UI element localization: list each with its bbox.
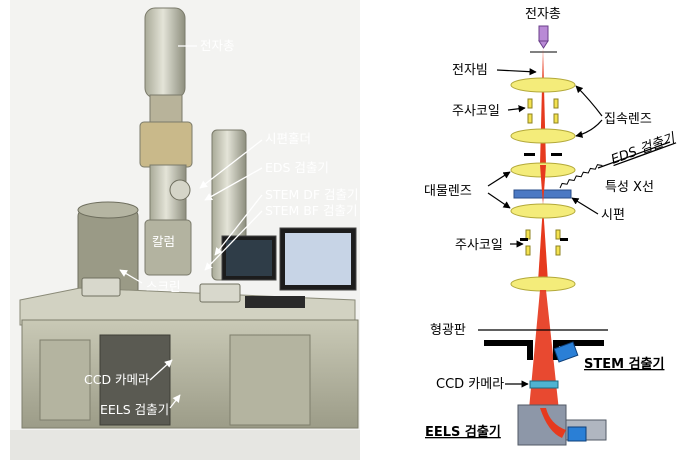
vacuum-tank-top — [77, 201, 139, 219]
aperture-lower-right — [560, 238, 568, 241]
tem-schematic: 전자총 — [424, 7, 677, 446]
diagram-label-scan-coil-top: 주사코일 — [452, 104, 500, 119]
aperture-right — [551, 153, 562, 156]
desk-panel-right — [229, 334, 311, 426]
photo-label-holder: 시편홀더 — [265, 131, 311, 146]
column-base — [144, 219, 192, 276]
photo-label-ccd: CCD 카메라 — [84, 372, 150, 387]
stem-detector — [553, 341, 579, 363]
photo-label-eels: EELS 검출기 — [100, 402, 169, 417]
diagram-label-ccd: CCD 카메라 — [436, 377, 504, 392]
ccd-camera — [529, 380, 559, 389]
column-upper — [149, 94, 183, 126]
monitor-left-screen — [226, 240, 272, 276]
diagram-label-gun: 전자총 — [525, 7, 561, 22]
diagram-label-eels: EELS 검출기 — [425, 424, 501, 440]
photo-label-screen: 스크린 — [146, 279, 181, 294]
photo-arrow-stem-df — [214, 194, 263, 256]
photo-arrow-stem-bf — [204, 210, 263, 271]
condenser-lens-2 — [510, 128, 576, 144]
electron-gun-tip — [538, 40, 549, 49]
diagram-label-condenser: 집속렌즈 — [604, 112, 652, 127]
diagram-label-stem: STEM 검출기 — [584, 356, 664, 372]
projector-lens — [510, 276, 576, 292]
xray-wave — [559, 164, 603, 189]
condenser-lens-1 — [510, 77, 576, 93]
scan-coil-bottom-right — [555, 229, 561, 240]
column-top — [144, 7, 186, 99]
electron-beam-mid — [540, 165, 546, 205]
aperture-left — [524, 153, 535, 156]
scan-coil-bottom-left — [525, 229, 531, 240]
electron-gun — [538, 25, 549, 42]
column-mid — [139, 121, 193, 168]
eels-beam-curve — [540, 408, 566, 438]
scan-coil-top-right — [553, 98, 559, 109]
scan-coil-top-left-2 — [527, 113, 533, 124]
diagram-label-objective: 대물렌즈 — [424, 184, 472, 199]
diagram-arrow-specimen — [571, 197, 599, 215]
tem-photo: 전자총 시편홀더 EDS 검출기 STEM DF 검출기 STEM BF 검출기… — [10, 0, 360, 460]
diagram-arrow-condenser-2 — [575, 119, 603, 138]
photo-arrow-ccd — [149, 359, 173, 381]
photo-arrow-holder — [199, 139, 263, 189]
diagram-label-xray: 특성 X선 — [605, 180, 654, 195]
electron-beam-upper — [540, 48, 546, 165]
diagram-label-beam: 전자빔 — [452, 63, 488, 78]
photo-label-gun: 전자총 — [200, 38, 235, 53]
eds-detector-line — [597, 141, 671, 169]
diagram-label-eds: EDS 검출기 — [609, 131, 677, 168]
scan-coil-bottom-left-2 — [525, 245, 531, 256]
floor — [10, 430, 360, 460]
electron-beam-lower — [538, 205, 548, 282]
scan-coil-top-left — [527, 98, 533, 109]
photo-arrow-eels — [169, 394, 181, 409]
monitor-right-screen — [285, 233, 351, 285]
eels-detector-blue — [567, 426, 587, 442]
control-panel-left — [81, 277, 121, 297]
diagram-label-screen: 형광판 — [430, 323, 466, 338]
photo-label-stem-bf: STEM BF 검출기 — [265, 203, 357, 218]
diagram-arrow-objective-1 — [487, 171, 511, 187]
scan-coil-bottom-right-2 — [555, 245, 561, 256]
photo-label-eds: EDS 검출기 — [265, 160, 329, 175]
aperture-lower-left — [520, 238, 528, 241]
keyboard — [245, 296, 305, 308]
diagram-label-specimen: 시편 — [601, 208, 625, 223]
specimen-port — [169, 179, 191, 201]
photo-arrow-eds — [204, 167, 263, 201]
diagram-arrow-objective-2 — [487, 192, 511, 209]
objective-lens-lower — [510, 203, 576, 219]
photo-label-column: 칼럼 — [152, 234, 175, 249]
control-panel-right — [199, 283, 241, 303]
diagram-arrow-scan-coil-top — [507, 105, 526, 113]
photo-label-stem-df: STEM DF 검출기 — [265, 187, 359, 202]
desk-panel-left — [39, 339, 91, 421]
desk-panel-mid — [99, 334, 171, 426]
photo-arrow-screen — [119, 269, 143, 284]
diagram-label-scan-coil-bottom: 주사코일 — [455, 238, 503, 253]
scan-coil-top-right-2 — [553, 113, 559, 124]
diagram-arrow-condenser-1 — [575, 85, 603, 117]
diagram-arrow-beam — [496, 68, 537, 76]
